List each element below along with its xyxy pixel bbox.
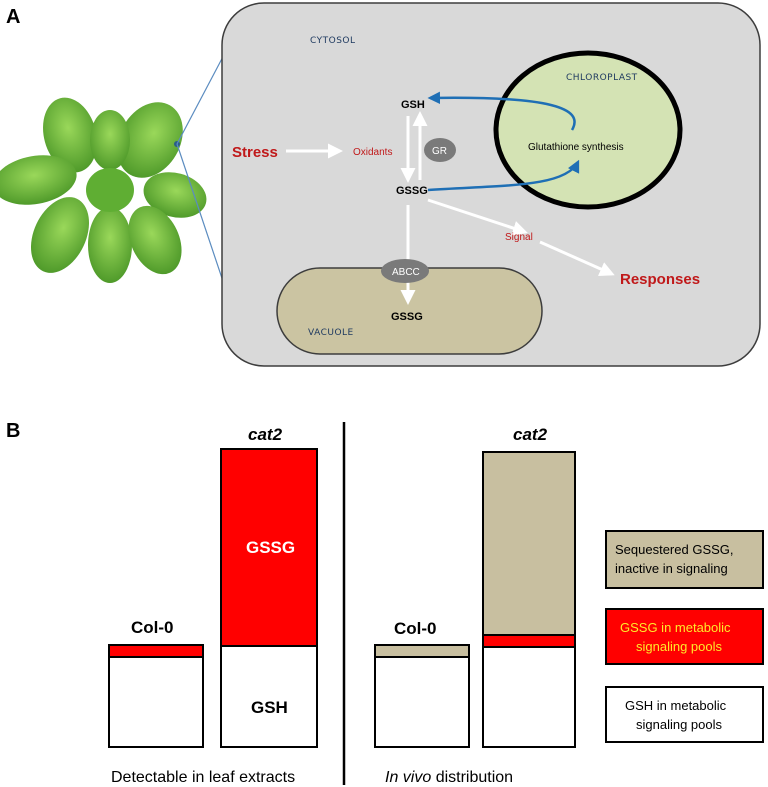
right-cat2-gsh-segment xyxy=(482,646,576,748)
gssg-to-synthesis-arrow xyxy=(427,159,580,192)
vacuole-label: VACUOLE xyxy=(308,328,354,338)
left-cat2-gssg-segment xyxy=(220,448,318,647)
oxidants-label: Oxidants xyxy=(353,147,392,158)
signal-label: Signal xyxy=(505,232,533,243)
legend-gssg-swatch xyxy=(605,608,764,665)
legend-gssg-line2: signaling pools xyxy=(636,639,723,654)
chloroplast-label: CHLOROPLAST xyxy=(566,73,638,83)
left-cat2-gsh-segment xyxy=(220,645,318,748)
legend-sequestered-line2: inactive in signaling xyxy=(615,561,728,576)
legend-sequestered-swatch xyxy=(605,530,764,589)
synthesis-to-gsh-arrow xyxy=(427,91,576,131)
responses-label: Responses xyxy=(620,271,700,288)
legend-gsh-swatch xyxy=(605,686,764,743)
right-cat2-sequestered-segment xyxy=(482,451,576,636)
panel-a-label: A xyxy=(6,6,20,28)
right-col0-gsh-segment xyxy=(374,656,470,748)
abcc-transporter xyxy=(381,259,429,283)
left-col0-gsh-segment xyxy=(108,656,204,748)
gssg-to-signal-arrow xyxy=(427,198,528,236)
glutathione-synthesis-label: Glutathione synthesis xyxy=(528,142,624,153)
rosette-plant-illustration xyxy=(0,97,207,283)
cytosol-label: CYTOSOL xyxy=(310,36,356,46)
left-cat2-label: cat2 xyxy=(248,425,283,444)
stress-label: Stress xyxy=(232,144,278,161)
panel-b-label: B xyxy=(6,420,20,442)
right-caption-rest: distribution xyxy=(431,769,513,786)
legend-sequestered-line1: Sequestered GSSG, xyxy=(615,542,734,557)
gr-enzyme xyxy=(424,138,456,162)
right-cat2-label: cat2 xyxy=(513,425,548,444)
chloroplast xyxy=(493,50,683,210)
left-col0-gssg-segment xyxy=(108,644,204,658)
legend-gssg-line1: GSSG in metabolic xyxy=(620,620,731,635)
legend-gsh-line1: GSH in metabolic xyxy=(625,698,727,713)
abcc-label: ABCC xyxy=(392,267,420,278)
left-caption: Detectable in leaf extracts xyxy=(111,769,295,786)
right-caption: In vivo distribution xyxy=(385,769,513,786)
signal-to-responses-arrow xyxy=(539,240,615,276)
gssg-vacuole-label: GSSG xyxy=(391,311,423,323)
right-caption-italic: In vivo xyxy=(385,769,431,786)
gsh-cytosol-label: GSH xyxy=(401,99,425,111)
gr-label: GR xyxy=(432,146,447,157)
gssg-cytosol-label: GSSG xyxy=(396,185,428,197)
left-col0-label: Col-0 xyxy=(131,618,174,637)
left-gsh-label: GSH xyxy=(251,698,288,717)
legend-gsh-line2: signaling pools xyxy=(636,717,723,732)
right-col0-sequestered-segment xyxy=(374,644,470,658)
right-cat2-gssg-segment xyxy=(482,634,576,648)
right-col0-label: Col-0 xyxy=(394,619,437,638)
left-gssg-label: GSSG xyxy=(246,538,295,557)
